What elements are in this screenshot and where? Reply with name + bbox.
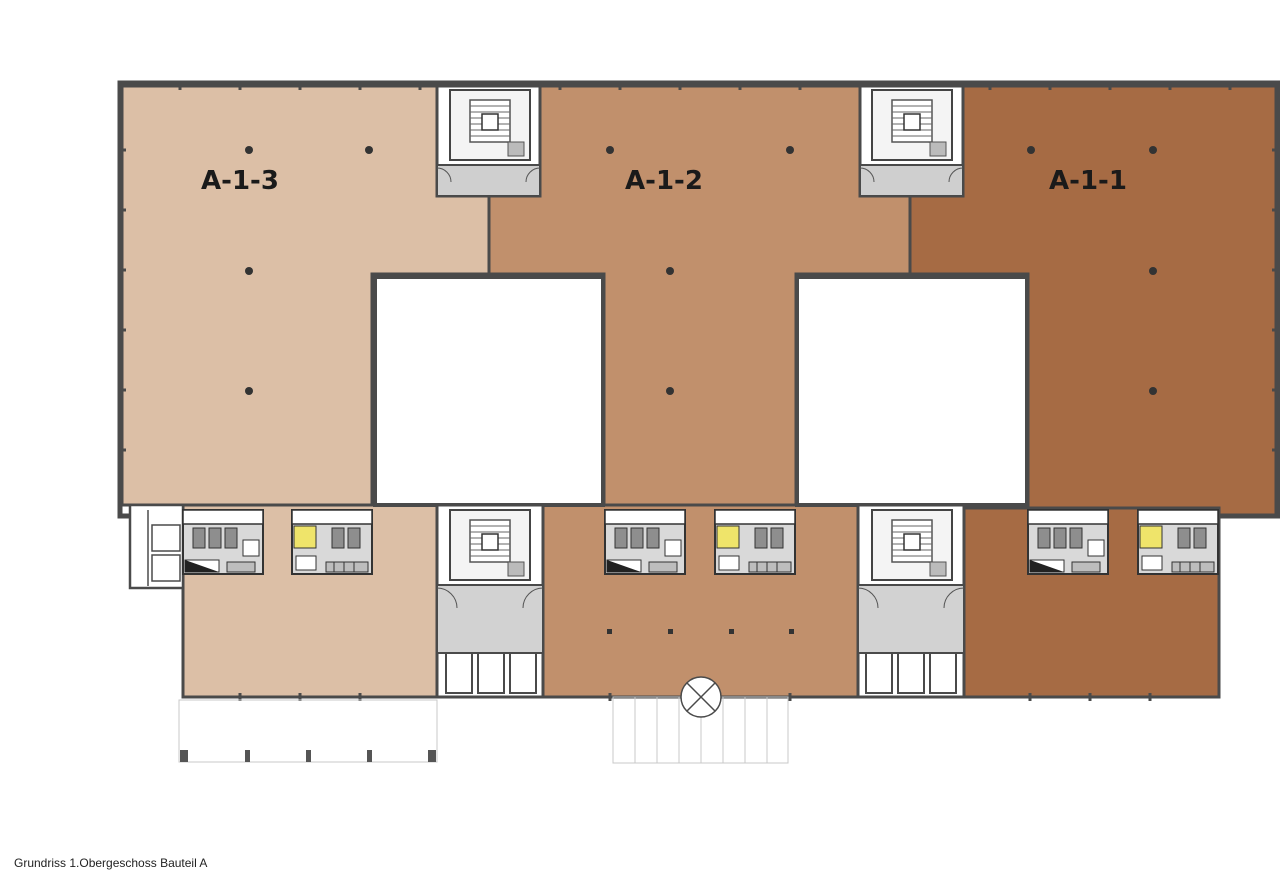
stair-core-top-right <box>858 84 965 198</box>
elevator-x-icon <box>680 676 722 718</box>
column-dot-icon <box>668 629 673 634</box>
columns <box>245 146 1157 634</box>
stair-core-top-left <box>435 84 542 198</box>
column-dot-icon <box>245 387 253 395</box>
wc-block-1 <box>182 509 264 575</box>
column-dot-icon <box>365 146 373 154</box>
column-dot-icon <box>666 267 674 275</box>
column-dot-icon <box>1149 146 1157 154</box>
unit-label-a12: A-1-2 <box>625 166 703 196</box>
column-dot-icon <box>666 387 674 395</box>
canopy-left <box>178 699 438 763</box>
service-wing-left <box>128 503 185 590</box>
column-dot-icon <box>1149 387 1157 395</box>
column-dot-icon <box>245 146 253 154</box>
wc-block-2 <box>291 509 373 575</box>
unit-label-a13: A-1-3 <box>201 166 279 196</box>
wc-block-4 <box>714 509 796 575</box>
courtyard-left <box>373 275 605 507</box>
column-dot-icon <box>786 146 794 154</box>
column-dot-icon <box>789 629 794 634</box>
column-dot-icon <box>729 629 734 634</box>
column-dot-icon <box>607 629 612 634</box>
plan-caption: Grundriss 1.Obergeschoss Bauteil A <box>14 856 208 870</box>
column-dot-icon <box>1027 146 1035 154</box>
column-dot-icon <box>245 267 253 275</box>
wc-block-3 <box>604 509 686 575</box>
window-ticks <box>118 82 1280 701</box>
entrance-steps <box>612 696 789 764</box>
wc-block-6 <box>1137 509 1219 575</box>
column-dot-icon <box>606 146 614 154</box>
wc-block-5 <box>1027 509 1109 575</box>
column-dot-icon <box>1149 267 1157 275</box>
stair-core-bottom-right <box>856 503 966 699</box>
stair-core-bottom-left <box>435 503 545 699</box>
unit-label-a11: A-1-1 <box>1049 166 1127 196</box>
courtyard-right <box>795 275 1029 507</box>
